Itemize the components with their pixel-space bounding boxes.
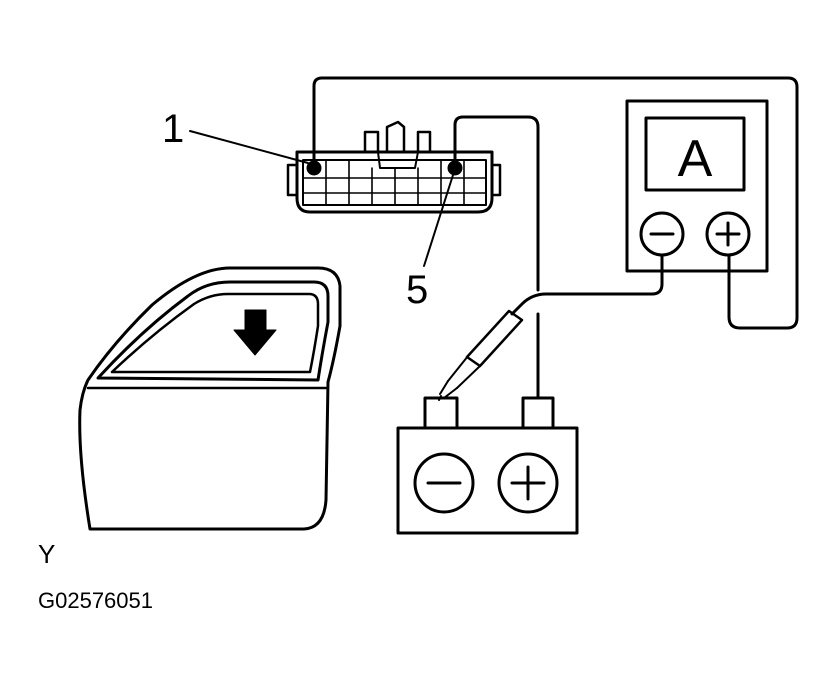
callout-1-leader: [189, 130, 309, 164]
callout-1-label: 1: [162, 107, 184, 151]
callout-5-label: 5: [406, 268, 428, 312]
plus-icon: [715, 221, 741, 247]
battery: [396, 396, 579, 535]
wire-pin1-to-ammeter-positive: [312, 76, 799, 330]
wire-pin5-to-battery-positive: [453, 115, 540, 292]
ammeter-display-text: A: [678, 130, 713, 188]
battery-positive-post: [521, 396, 555, 430]
plus-icon: [510, 465, 546, 501]
figure-code: G02576051: [38, 588, 153, 613]
ammeter-negative-terminal: [639, 211, 685, 257]
battery-negative-terminal: [413, 452, 475, 514]
battery-negative-post: [423, 396, 459, 430]
down-arrow-icon: [233, 309, 277, 356]
ammeter: A: [625, 99, 769, 273]
callouts: 1 5: [162, 107, 454, 312]
view-label: Y: [38, 539, 55, 569]
battery-positive-terminal: [497, 452, 559, 514]
wires: [312, 76, 799, 401]
test-probe: [438, 309, 524, 401]
callout-5-leader: [423, 174, 454, 267]
ammeter-positive-terminal: [705, 211, 751, 257]
wire-ammeter-negative-to-probe: [510, 253, 664, 316]
ammeter-display: [644, 116, 746, 192]
door: [78, 266, 342, 531]
connector: [286, 120, 502, 214]
